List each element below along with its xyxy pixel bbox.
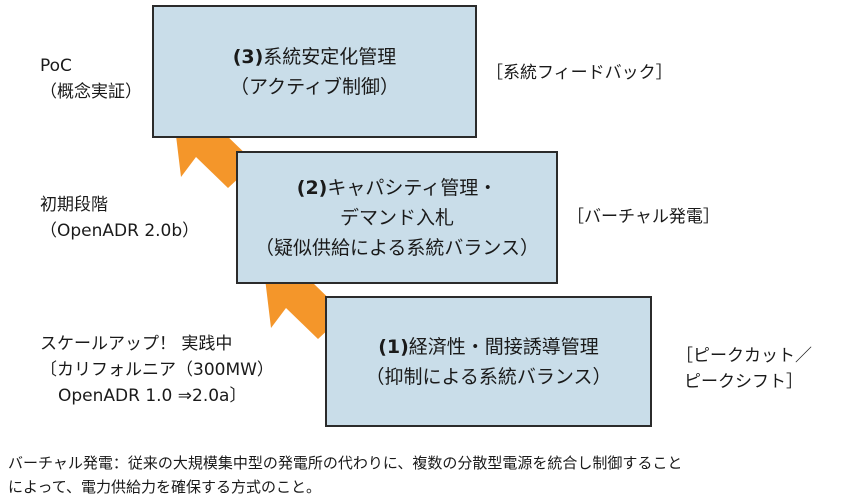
level1-title: (1)経済性・間接誘導管理 [378, 335, 599, 358]
footnote: バーチャル発電：従来の大規模集中型の発電所の代わりに、複数の分散型電源を統合し制… [8, 451, 682, 499]
level3-subtitle: （アクティブ制御） [230, 75, 399, 98]
level1-number: (1) [378, 335, 409, 358]
tag-level3: ［系統フィードバック］ [486, 63, 673, 83]
level2-box: (2)キャパシティ管理・ デマンド入札 （疑似供給による系統バランス） [236, 151, 558, 284]
level3-title: (3)系統安定化管理 [232, 45, 397, 68]
footnote-line1: バーチャル発電：従来の大規模集中型の発電所の代わりに、複数の分散型電源を統合し制… [8, 454, 683, 472]
level2-line2: デマンド入札 [339, 206, 454, 229]
stage-label-level2: 初期段階 （OpenADR 2.0b） [40, 195, 200, 241]
level3-number: (3) [232, 45, 264, 68]
tag-level2: ［バーチャル発電］ [567, 207, 720, 227]
level2-line3: （疑似供給による系統バランス） [254, 236, 540, 259]
tag-level1: ［ピークカット／ ピークシフト］ [676, 346, 812, 392]
level2-title: (2)キャパシティ管理・ [296, 176, 498, 199]
level1-subtitle: （抑制による系統バランス） [365, 365, 612, 388]
stage-label-level3: PoC （概念実証） [40, 56, 142, 102]
level2-number: (2) [296, 176, 328, 199]
footnote-line2: によって、電力供給力を確保する方式のこと。 [8, 478, 322, 496]
level1-box: (1)経済性・間接誘導管理 （抑制による系統バランス） [325, 296, 652, 427]
stage-label-level1: スケールアップ！ 実践中 〔カリフォルニア（300MW） OpenADR 1.0… [40, 334, 274, 406]
level3-box: (3)系統安定化管理 （アクティブ制御） [152, 5, 477, 138]
